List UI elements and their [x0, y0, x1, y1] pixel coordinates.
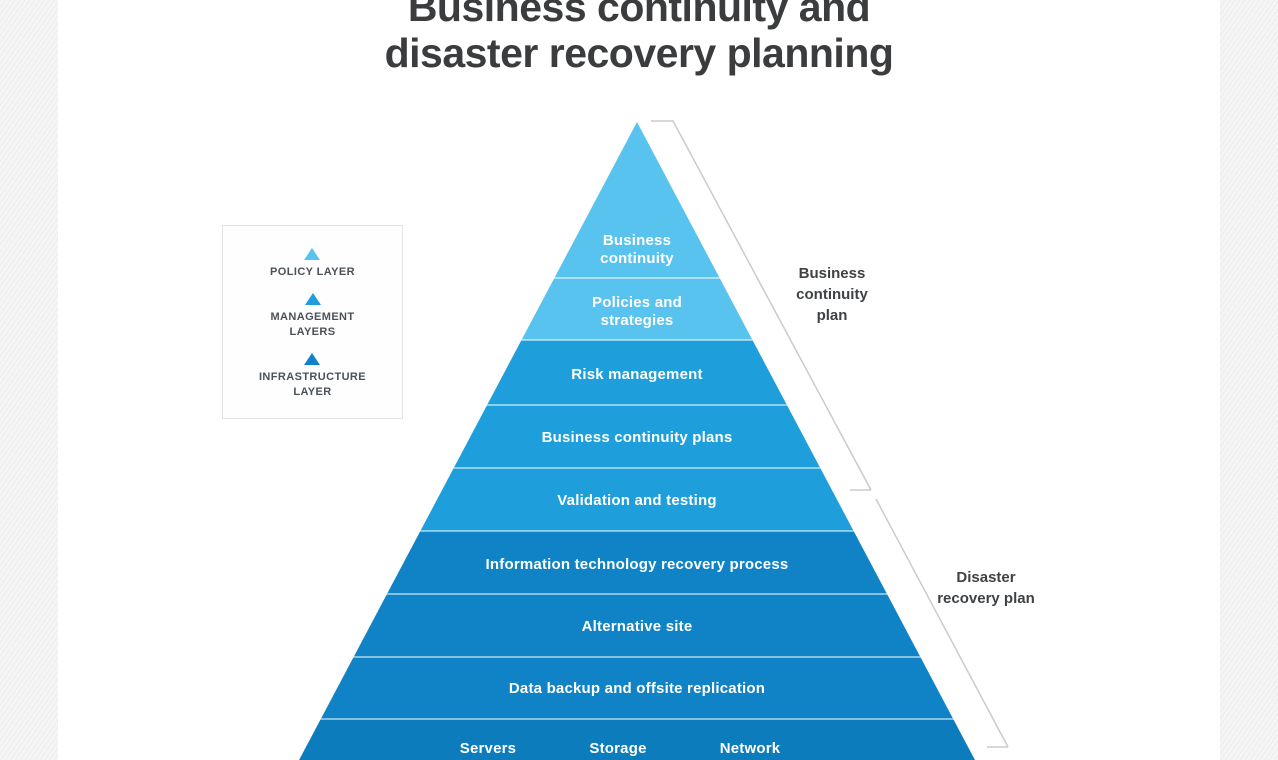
disaster-recovery-plan-label: Disaster recovery plan — [937, 569, 1035, 607]
business-continuity-plan-label: Business continuity plan — [796, 265, 868, 324]
bracket-lines — [651, 120, 1009, 748]
layer-triangle-icon — [304, 293, 321, 305]
pyramid-layer-label: Policies and — [592, 294, 682, 311]
pyramid-band — [298, 594, 976, 657]
legend-item-label: POLICY LAYER — [270, 266, 355, 278]
pyramid-layer-label: Data backup and offsite replication — [509, 680, 765, 697]
disaster-recovery-bracket — [875, 498, 1009, 748]
pyramid-layer-label: Validation and testing — [557, 492, 716, 509]
left-texture-border — [0, 0, 58, 760]
pyramid-layer-label: Business — [603, 232, 671, 249]
business-continuity-bracket — [651, 120, 872, 491]
pyramid-layer-label: Risk management — [571, 366, 702, 383]
pyramid-layer-label: Alternative site — [582, 618, 693, 635]
pyramid-band — [298, 719, 976, 760]
pyramid-base-item-label: Storage — [589, 740, 646, 757]
title-line-2: disaster recovery planning — [384, 30, 894, 76]
pyramid-base-item-label: Network — [720, 740, 781, 757]
pyramid-layer-label: Business continuity plans — [542, 429, 733, 446]
layer-triangle-icon — [304, 353, 321, 365]
title-line-1: Business continuity and — [407, 0, 871, 30]
pyramid-layer-label: continuity — [600, 250, 674, 267]
pyramid-layer-label: Information technology recovery process — [486, 556, 789, 573]
page-title: Business continuity and disaster recover… — [60, 0, 1218, 76]
pyramid-base-item-label: Servers — [460, 740, 516, 757]
right-texture-border — [1220, 0, 1278, 760]
pyramid-band — [298, 657, 976, 719]
legend-item: POLICY LAYER — [270, 248, 355, 280]
layer-triangle-icon — [304, 248, 321, 260]
pyramid-layer-label: strategies — [601, 312, 674, 329]
